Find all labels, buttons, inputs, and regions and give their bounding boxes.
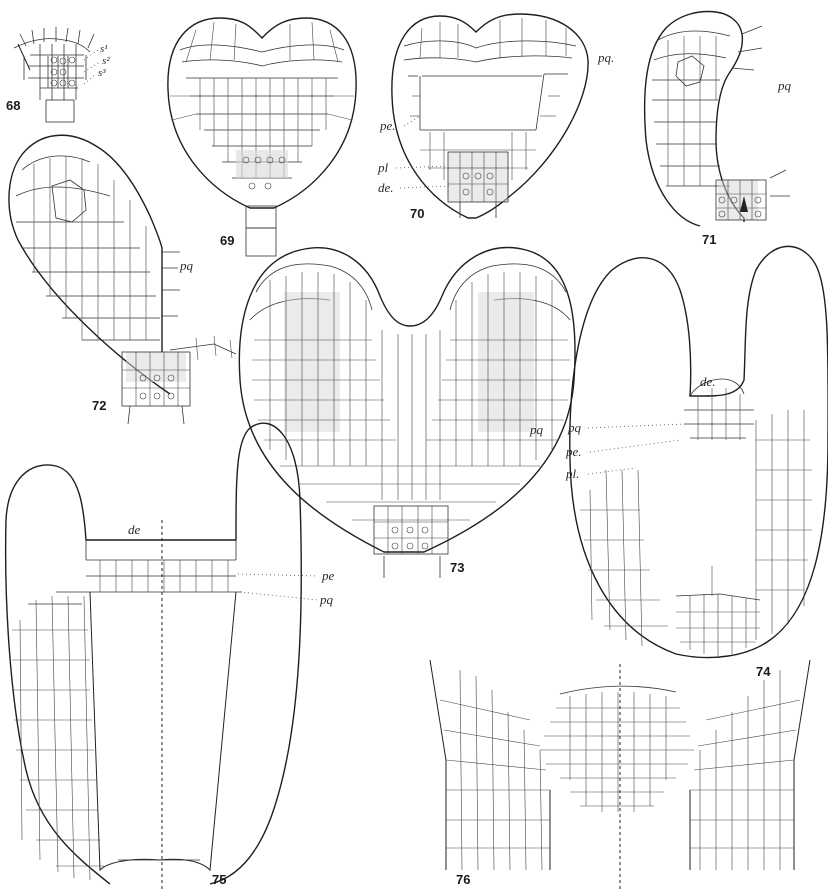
figure-75-label-pe: pe — [321, 568, 335, 583]
figure-76-left-wall — [440, 670, 550, 870]
figure-74-label-pl: pl. — [565, 466, 579, 481]
figure-70-label-pe: pe. — [379, 118, 396, 133]
figure-74-label-pq: pq — [567, 420, 582, 435]
figure-71: pq 71 — [645, 12, 792, 247]
figure-69-number: 69 — [220, 233, 234, 248]
figure-75: de pe pq 75 — [6, 423, 335, 889]
figure-73-right-lobe — [426, 272, 570, 466]
figure-73-number: 73 — [450, 560, 464, 575]
figure-73-left-lobe — [252, 272, 396, 466]
figure-75-label-pq: pq — [319, 592, 334, 607]
figure-70-number: 70 — [410, 206, 424, 221]
figure-69: 69 — [168, 18, 356, 256]
figure-74-number: 74 — [756, 664, 771, 679]
figure-75-label-de: de — [128, 522, 141, 537]
figure-70-label-de: de. — [378, 180, 394, 195]
figure-68: s¹ s² s³ 68 — [6, 27, 110, 122]
figure-68-label-s2: s² — [102, 55, 110, 67]
figure-70-label-pl: pl — [377, 160, 389, 175]
figure-75-number: 75 — [212, 872, 226, 887]
figure-74-label-pe: pe. — [565, 444, 582, 459]
figure-74-right-wall — [756, 410, 812, 640]
figure-76-number: 76 — [456, 872, 470, 887]
figure-76-right-wall — [690, 670, 800, 870]
figure-71-label-pq: pq — [777, 78, 792, 93]
figure-70: pq. pe. pl de. 70 — [377, 14, 614, 221]
figure-73: pq 73 — [239, 248, 575, 578]
figure-72: pq 72 — [9, 135, 236, 424]
figure-68-label-s1: s¹ — [100, 43, 108, 55]
figure-76-central-mass — [540, 692, 694, 812]
figure-68-cells — [14, 27, 94, 122]
figure-71-number: 71 — [702, 232, 716, 247]
figure-75-left-wall — [12, 596, 104, 880]
figure-68-number: 68 — [6, 98, 20, 113]
figure-70-label-pq: pq. — [597, 50, 614, 65]
figure-76: 76 — [430, 660, 810, 889]
figure-74-label-de: de. — [700, 374, 716, 389]
figure-74: de. pq pe. pl. 74 — [565, 246, 828, 679]
figure-73-label-pq: pq — [529, 422, 544, 437]
figure-72-number: 72 — [92, 398, 106, 413]
figure-72-label-pq: pq — [179, 258, 194, 273]
figure-68-label-s3: s³ — [98, 67, 106, 79]
